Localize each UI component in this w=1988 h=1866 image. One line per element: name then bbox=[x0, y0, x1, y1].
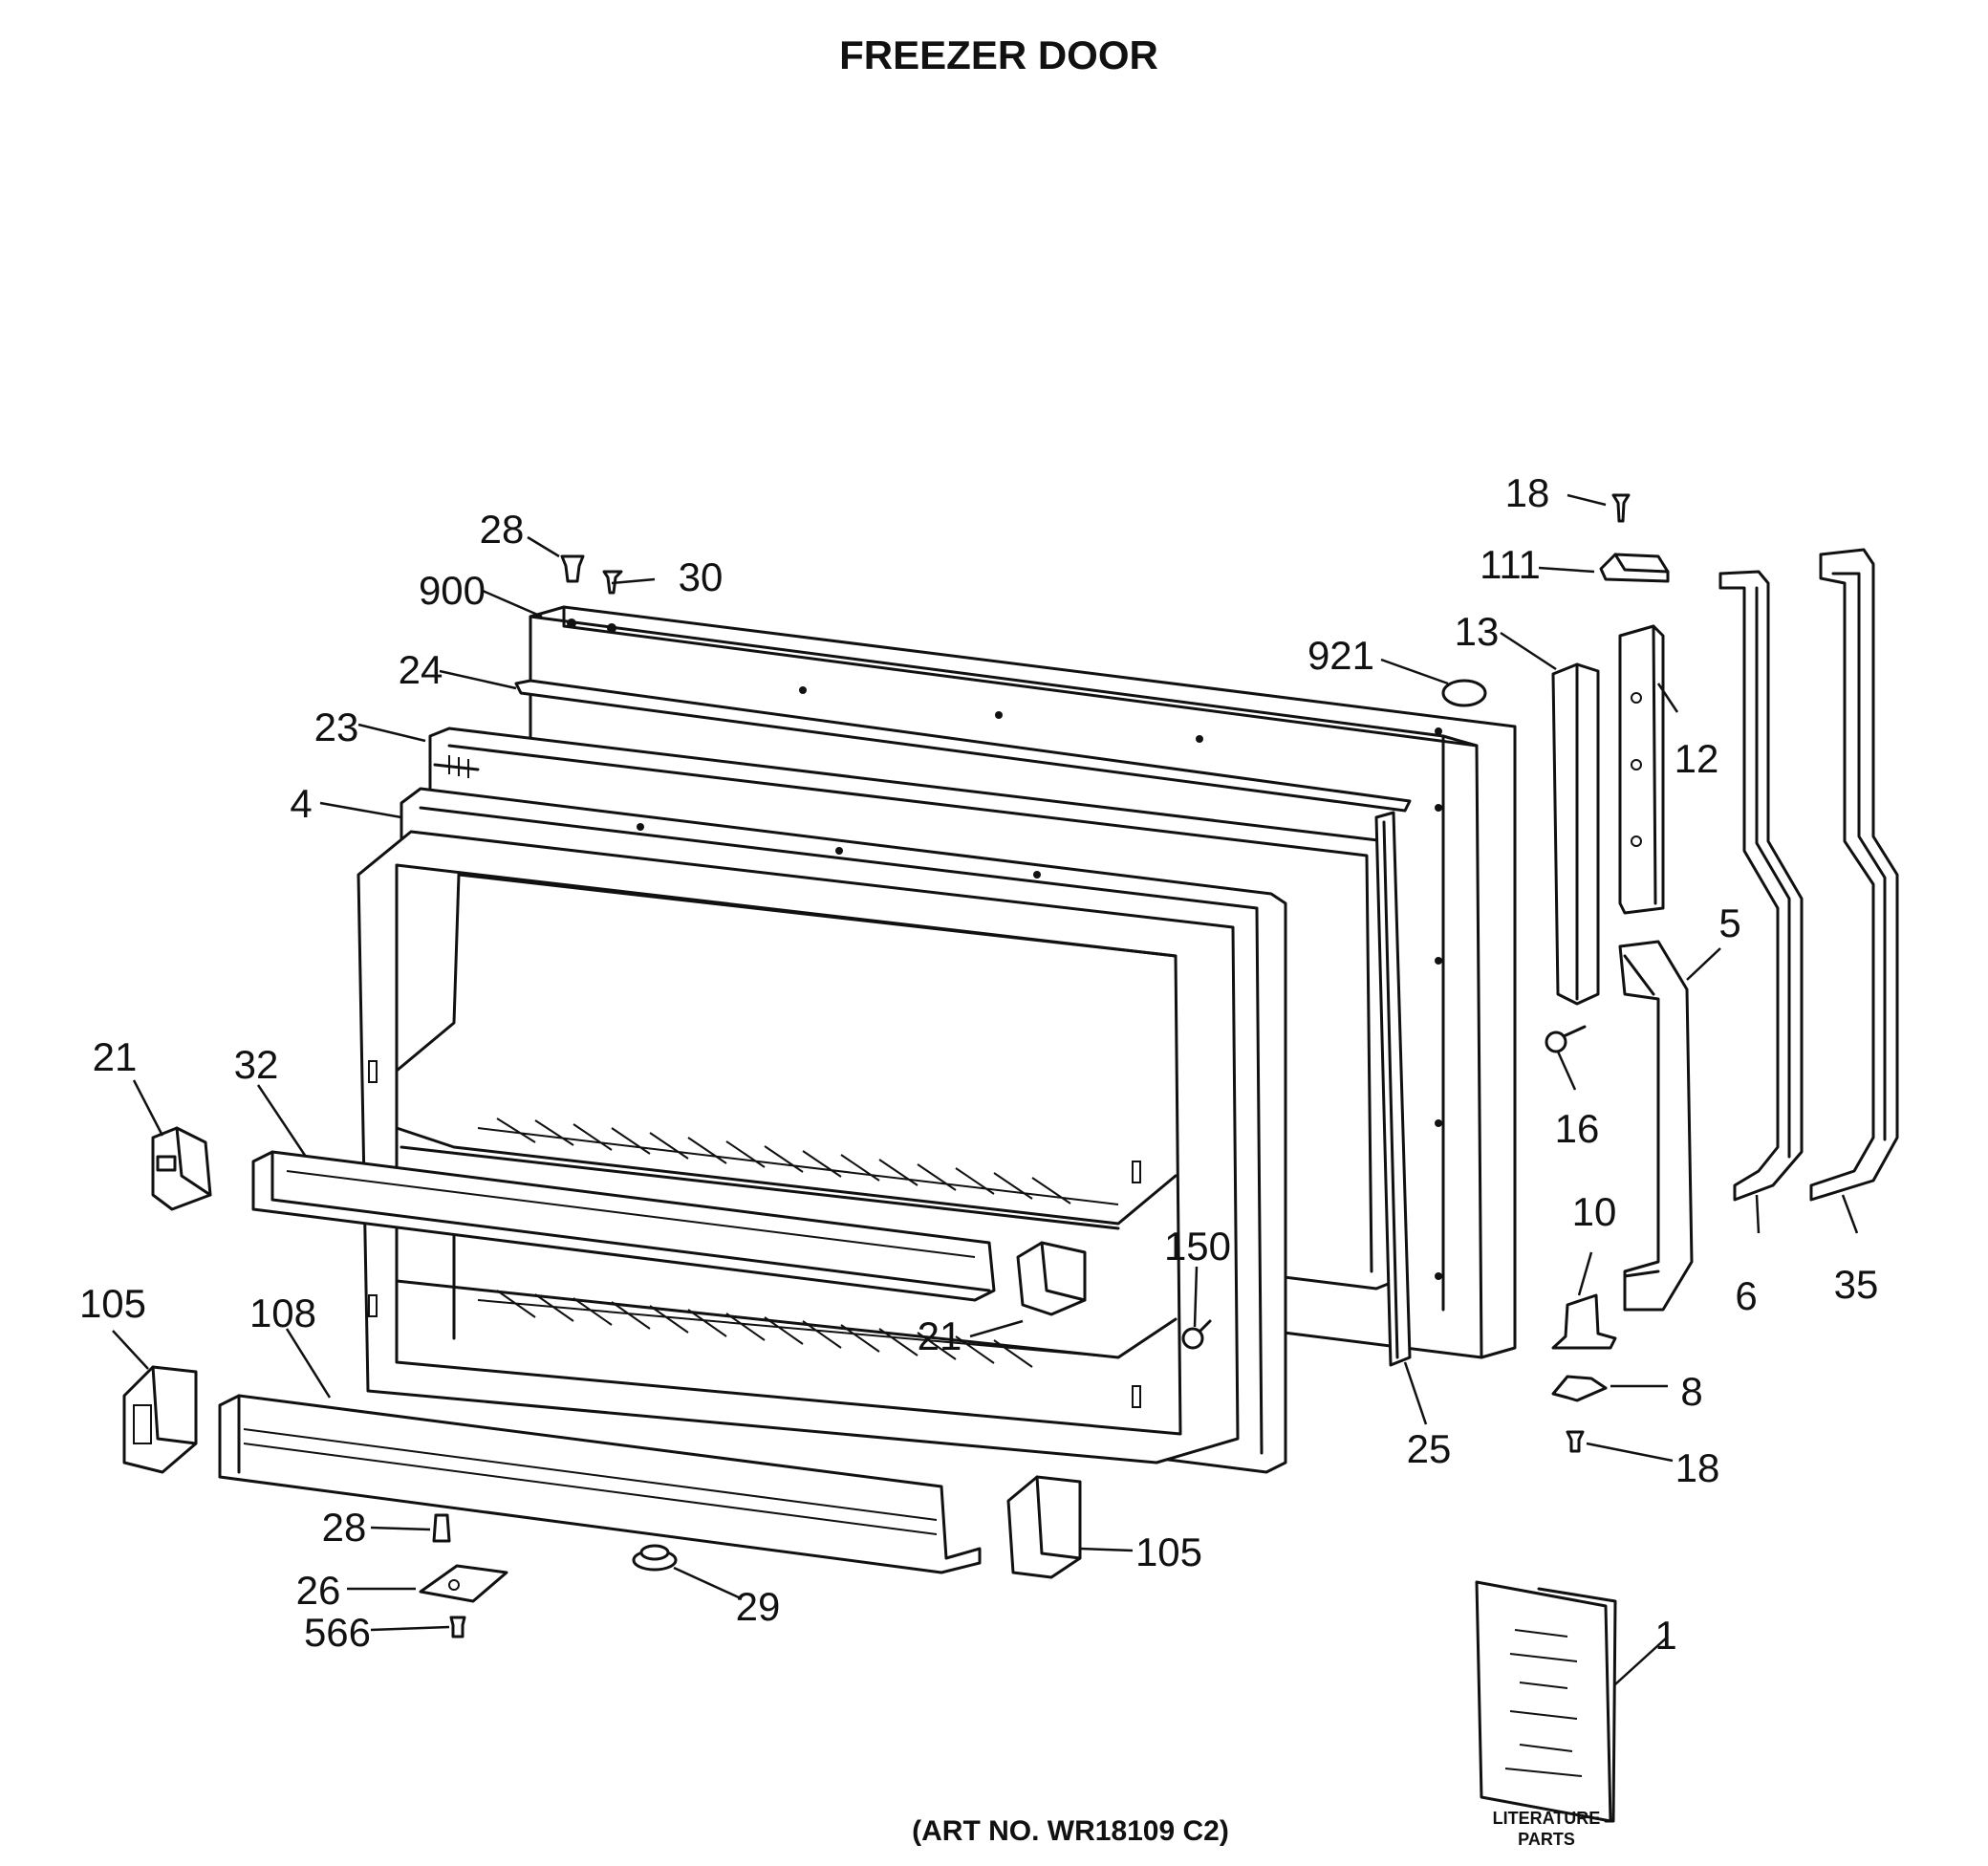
handle-35 bbox=[1809, 548, 1899, 1202]
foam-strip bbox=[514, 679, 1412, 813]
callout-111: 111 bbox=[1480, 542, 1541, 587]
callout-21-mid: 21 bbox=[918, 1313, 962, 1358]
screw-566 bbox=[449, 1616, 466, 1638]
callout-23: 23 bbox=[314, 705, 359, 749]
leveling-cup-29 bbox=[632, 1544, 678, 1572]
bracket-21-left bbox=[151, 1126, 212, 1211]
callout-13: 13 bbox=[1455, 609, 1500, 654]
hinge-plate-12 bbox=[1618, 624, 1665, 915]
handle-6 bbox=[1718, 570, 1804, 1202]
callouts: 18 111 28 30 900 921 13 12 24 23 4 5 16 … bbox=[79, 470, 1878, 1658]
callout-6: 6 bbox=[1735, 1273, 1757, 1318]
plug-921 bbox=[1441, 679, 1487, 707]
callout-105-left: 105 bbox=[79, 1281, 146, 1326]
callout-26: 26 bbox=[296, 1568, 341, 1613]
diagram-title: FREEZER DOOR bbox=[839, 33, 1158, 77]
literature-booklet bbox=[1475, 1580, 1617, 1823]
callout-18-top: 18 bbox=[1505, 470, 1550, 515]
screw-150 bbox=[1181, 1319, 1212, 1350]
screw-16 bbox=[1545, 1025, 1587, 1053]
end-cap-105-left bbox=[122, 1365, 198, 1474]
callout-16: 16 bbox=[1555, 1106, 1600, 1151]
callout-5: 5 bbox=[1718, 900, 1740, 945]
handle-bracket-5 bbox=[1618, 940, 1694, 1312]
callout-30: 30 bbox=[679, 554, 724, 599]
end-cap-105-right bbox=[1006, 1475, 1082, 1579]
callout-108: 108 bbox=[249, 1291, 316, 1335]
shelf-bar bbox=[251, 1150, 996, 1302]
callout-18-bottom: 18 bbox=[1675, 1445, 1720, 1490]
callout-21-left: 21 bbox=[93, 1034, 138, 1079]
callout-28-bottom: 28 bbox=[322, 1505, 367, 1550]
callout-29: 29 bbox=[736, 1584, 781, 1629]
screw-18-top bbox=[1611, 493, 1631, 523]
literature-caption-line1: LITERATURE bbox=[1493, 1809, 1601, 1828]
hinge-cover-13 bbox=[1551, 662, 1600, 1006]
screw-28-bottom bbox=[432, 1513, 451, 1543]
callout-4: 4 bbox=[290, 781, 312, 826]
lower-trim bbox=[218, 1394, 982, 1574]
plate-26 bbox=[419, 1564, 508, 1603]
callout-105-right: 105 bbox=[1135, 1530, 1202, 1574]
callout-10: 10 bbox=[1572, 1189, 1617, 1234]
screw-28-top bbox=[560, 554, 585, 583]
door-liner bbox=[357, 830, 1240, 1465]
callout-8: 8 bbox=[1680, 1369, 1702, 1414]
callout-1: 1 bbox=[1654, 1613, 1676, 1658]
art-number: (ART NO. WR18109 C2) bbox=[912, 1815, 1229, 1847]
callout-566: 566 bbox=[304, 1610, 371, 1655]
gasket-strip bbox=[1374, 811, 1412, 1367]
callout-12: 12 bbox=[1675, 736, 1719, 781]
hinge-cap-111 bbox=[1599, 553, 1670, 583]
callout-32: 32 bbox=[234, 1042, 279, 1087]
callout-900: 900 bbox=[419, 568, 486, 613]
bracket-21-mid bbox=[1016, 1241, 1087, 1316]
door-stop-10 bbox=[1551, 1293, 1617, 1350]
leader-lines bbox=[112, 493, 1859, 1685]
literature-caption-line2: PARTS bbox=[1518, 1830, 1575, 1849]
callout-28-top: 28 bbox=[480, 507, 525, 552]
callout-921: 921 bbox=[1307, 633, 1374, 678]
bracket-8 bbox=[1551, 1375, 1608, 1402]
callout-24: 24 bbox=[399, 647, 443, 692]
screw-18-bottom bbox=[1566, 1430, 1585, 1453]
callout-25: 25 bbox=[1407, 1426, 1452, 1471]
callout-150: 150 bbox=[1164, 1224, 1231, 1269]
callout-35: 35 bbox=[1834, 1262, 1879, 1307]
